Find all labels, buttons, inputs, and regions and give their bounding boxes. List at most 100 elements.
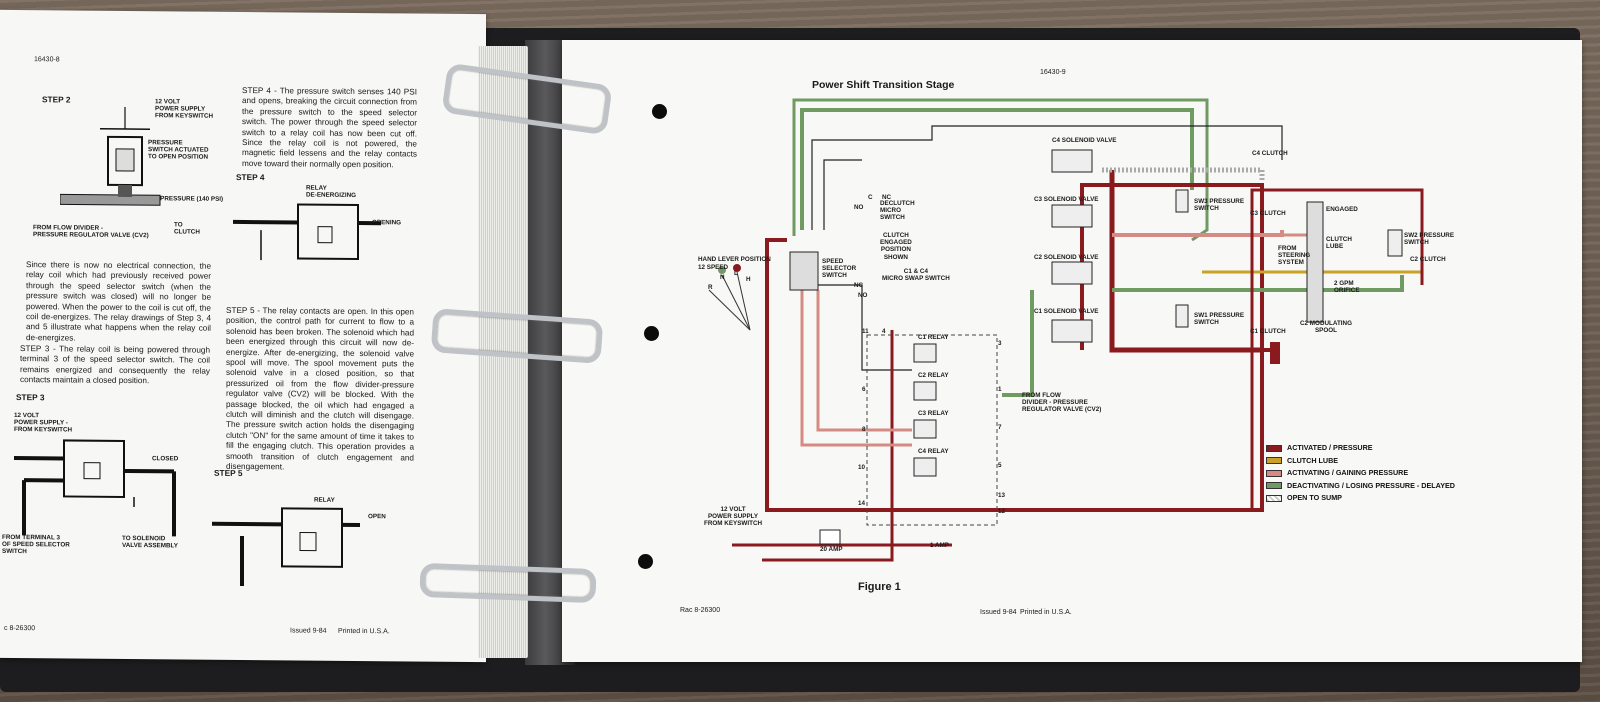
label-c2-solenoid: C2 SOLENOID VALVE	[1034, 254, 1099, 261]
legend-label: CLUTCH LUBE	[1287, 455, 1339, 465]
step2-heading: STEP 2	[42, 94, 71, 105]
legend-label: ACTIVATED / PRESSURE	[1287, 443, 1373, 452]
right-footer-rac: Rac 8-26300	[680, 607, 721, 614]
label-hand-lever: HAND LEVER POSITION	[698, 256, 771, 263]
label-c3-solenoid: C3 SOLENOID VALVE	[1034, 196, 1099, 203]
label-l: L	[734, 270, 738, 277]
step5-heading: STEP 5	[214, 467, 243, 478]
label-flow-divider: FROM FLOW DIVIDER - PRESSURE REGULATOR V…	[1022, 392, 1102, 414]
label-h: H	[746, 276, 751, 283]
wire-number: 3	[998, 340, 1002, 347]
page-stack-edge	[478, 46, 528, 658]
wire-number: 12	[998, 508, 1006, 515]
legend-item: CLUTCH LUBE	[1266, 455, 1455, 468]
label-engaged: ENGAGED	[1326, 206, 1358, 213]
legend-swatch	[1266, 494, 1282, 502]
legend-item: ACTIVATING / GAINING PRESSURE	[1266, 467, 1455, 480]
left-footer-printed: Printed in U.S.A.	[338, 627, 390, 636]
label-c1-solenoid: C1 SOLENOID VALVE	[1034, 308, 1099, 315]
wire-number: 6	[862, 386, 866, 393]
schematic-diagram	[708, 98, 1424, 562]
legend-label: OPEN TO SUMP	[1287, 493, 1342, 502]
label-1-amp: 1 AMP	[930, 542, 950, 549]
wire-number: 8	[862, 426, 866, 433]
step4-heading: STEP 4	[236, 171, 265, 183]
label-r: R	[708, 284, 713, 291]
step4-relay-drawing	[233, 203, 381, 261]
punch-hole-top	[652, 104, 667, 119]
binder-ring-bottom	[419, 562, 597, 604]
left-footer-issued: Issued 9-84	[290, 627, 327, 635]
label-sw1: SW1 PRESSURE SWITCH	[1194, 312, 1245, 327]
label-n: N	[720, 274, 725, 281]
legend-swatch	[1266, 482, 1282, 490]
left-paragraph-2: STEP 3 - The relay coil is being powered…	[20, 344, 210, 386]
label-nc-2: NC	[854, 282, 864, 289]
right-footer-printed: Printed in U.S.A.	[1020, 609, 1072, 616]
step3-relay-drawing	[14, 439, 176, 537]
right-page: 16430-9 Power Shift Transition Stage	[562, 40, 1582, 662]
label-speed-selector: SPEED SELECTOR SWITCH	[822, 258, 857, 280]
legend-label: DEACTIVATING / LOSING PRESSURE - DELAYED	[1287, 480, 1455, 490]
label-c3-relay: C3 RELAY	[918, 410, 949, 417]
legend-item: DEACTIVATING / LOSING PRESSURE - DELAYED	[1266, 480, 1455, 493]
label-clutch-engaged: CLUTCH ENGAGED POSITION SHOWN	[880, 232, 912, 261]
label-sw2: SW2 PRESSURE SWITCH	[1404, 232, 1455, 247]
right-page-title: Power Shift Transition Stage	[812, 79, 955, 91]
label-20-amp: 20 AMP	[820, 546, 843, 553]
label-declutch: DECLUTCH MICRO SWITCH	[880, 200, 915, 222]
wire-number: 1	[998, 386, 1002, 393]
label-sw3: SW3 PRESSURE SWITCH	[1194, 198, 1245, 213]
label-c3-clutch: C3 CLUTCH	[1250, 210, 1286, 217]
step5-relay-drawing	[212, 507, 360, 587]
right-footer-issued: Issued 9-84	[980, 609, 1017, 616]
right-page-number: 16430-9	[1040, 69, 1066, 76]
punch-hole-bottom	[638, 554, 653, 569]
wire-number: 5	[998, 462, 1002, 469]
left-page: 16430-8 STEP 2 12 VOLT POWER SUPPLY FROM…	[0, 9, 486, 663]
label-nc-1: NC	[882, 194, 892, 201]
label-12-speed: 12 SPEED	[698, 264, 729, 271]
left-page-number: 16430-8	[34, 56, 60, 64]
wire-number: 14	[858, 500, 866, 507]
step5-relay-label: RELAY	[314, 496, 335, 504]
punch-hole-middle	[644, 326, 659, 341]
label-c4-relay: C4 RELAY	[918, 448, 949, 455]
legend-swatch	[1266, 457, 1282, 465]
wire-number: 4	[882, 328, 886, 335]
pressure-switch-drawing	[60, 106, 161, 206]
left-paragraph-1: Since there is now no electrical connect…	[26, 260, 211, 343]
legend-item: ACTIVATED / PRESSURE	[1266, 442, 1455, 455]
legend: ACTIVATED / PRESSURE CLUTCH LUBE ACTIVAT…	[1266, 442, 1455, 505]
step5-open-label: OPEN	[368, 513, 386, 521]
label-from-steering: FROM STEERING SYSTEM	[1278, 245, 1311, 267]
label-no-1: NO	[854, 204, 864, 211]
label-clutch-lube: CLUTCH LUBE	[1326, 236, 1352, 251]
step4-paragraph: STEP 4 - The pressure switch senses 140 …	[242, 85, 417, 170]
wire-number: 10	[858, 464, 866, 471]
wire-number: 13	[998, 492, 1006, 499]
label-gpm-orifice: 2 GPM ORIFICE	[1334, 280, 1360, 295]
step3-heading: STEP 3	[16, 392, 45, 403]
label-c1-relay: C1 RELAY	[918, 334, 949, 341]
label-power-supply: 12 VOLT POWER SUPPLY FROM KEYSWITCH	[704, 506, 763, 528]
wire-number: 11	[862, 328, 869, 335]
left-footer-rac: c 8-26300	[4, 624, 36, 633]
legend-swatch	[1266, 469, 1282, 477]
label-c2-relay: C2 RELAY	[918, 372, 949, 379]
legend-item: OPEN TO SUMP	[1266, 492, 1455, 505]
label-modulating-spool: C2 MODULATING SPOOL	[1300, 320, 1353, 335]
legend-swatch	[1266, 444, 1282, 452]
label-c4-clutch: C4 CLUTCH	[1252, 150, 1288, 157]
figure-caption: Figure 1	[858, 581, 901, 593]
legend-label: ACTIVATING / GAINING PRESSURE	[1287, 468, 1409, 477]
label-c4-solenoid: C4 SOLENOID VALVE	[1052, 137, 1117, 144]
step5-paragraph: STEP 5 - The relay contacts are open. In…	[226, 305, 414, 472]
label-micro-swap: C1 & C4 MICRO SWAP SWITCH	[882, 268, 950, 283]
label-no-2: NO	[858, 292, 868, 299]
label-c1-clutch: C1 CLUTCH	[1250, 328, 1286, 335]
label-c2-clutch: C2 CLUTCH	[1410, 256, 1446, 263]
label-c-1: C	[868, 194, 873, 201]
step4-relay-label: RELAY DE-ENERGIZING	[306, 184, 357, 200]
wire-number: 7	[998, 424, 1002, 431]
